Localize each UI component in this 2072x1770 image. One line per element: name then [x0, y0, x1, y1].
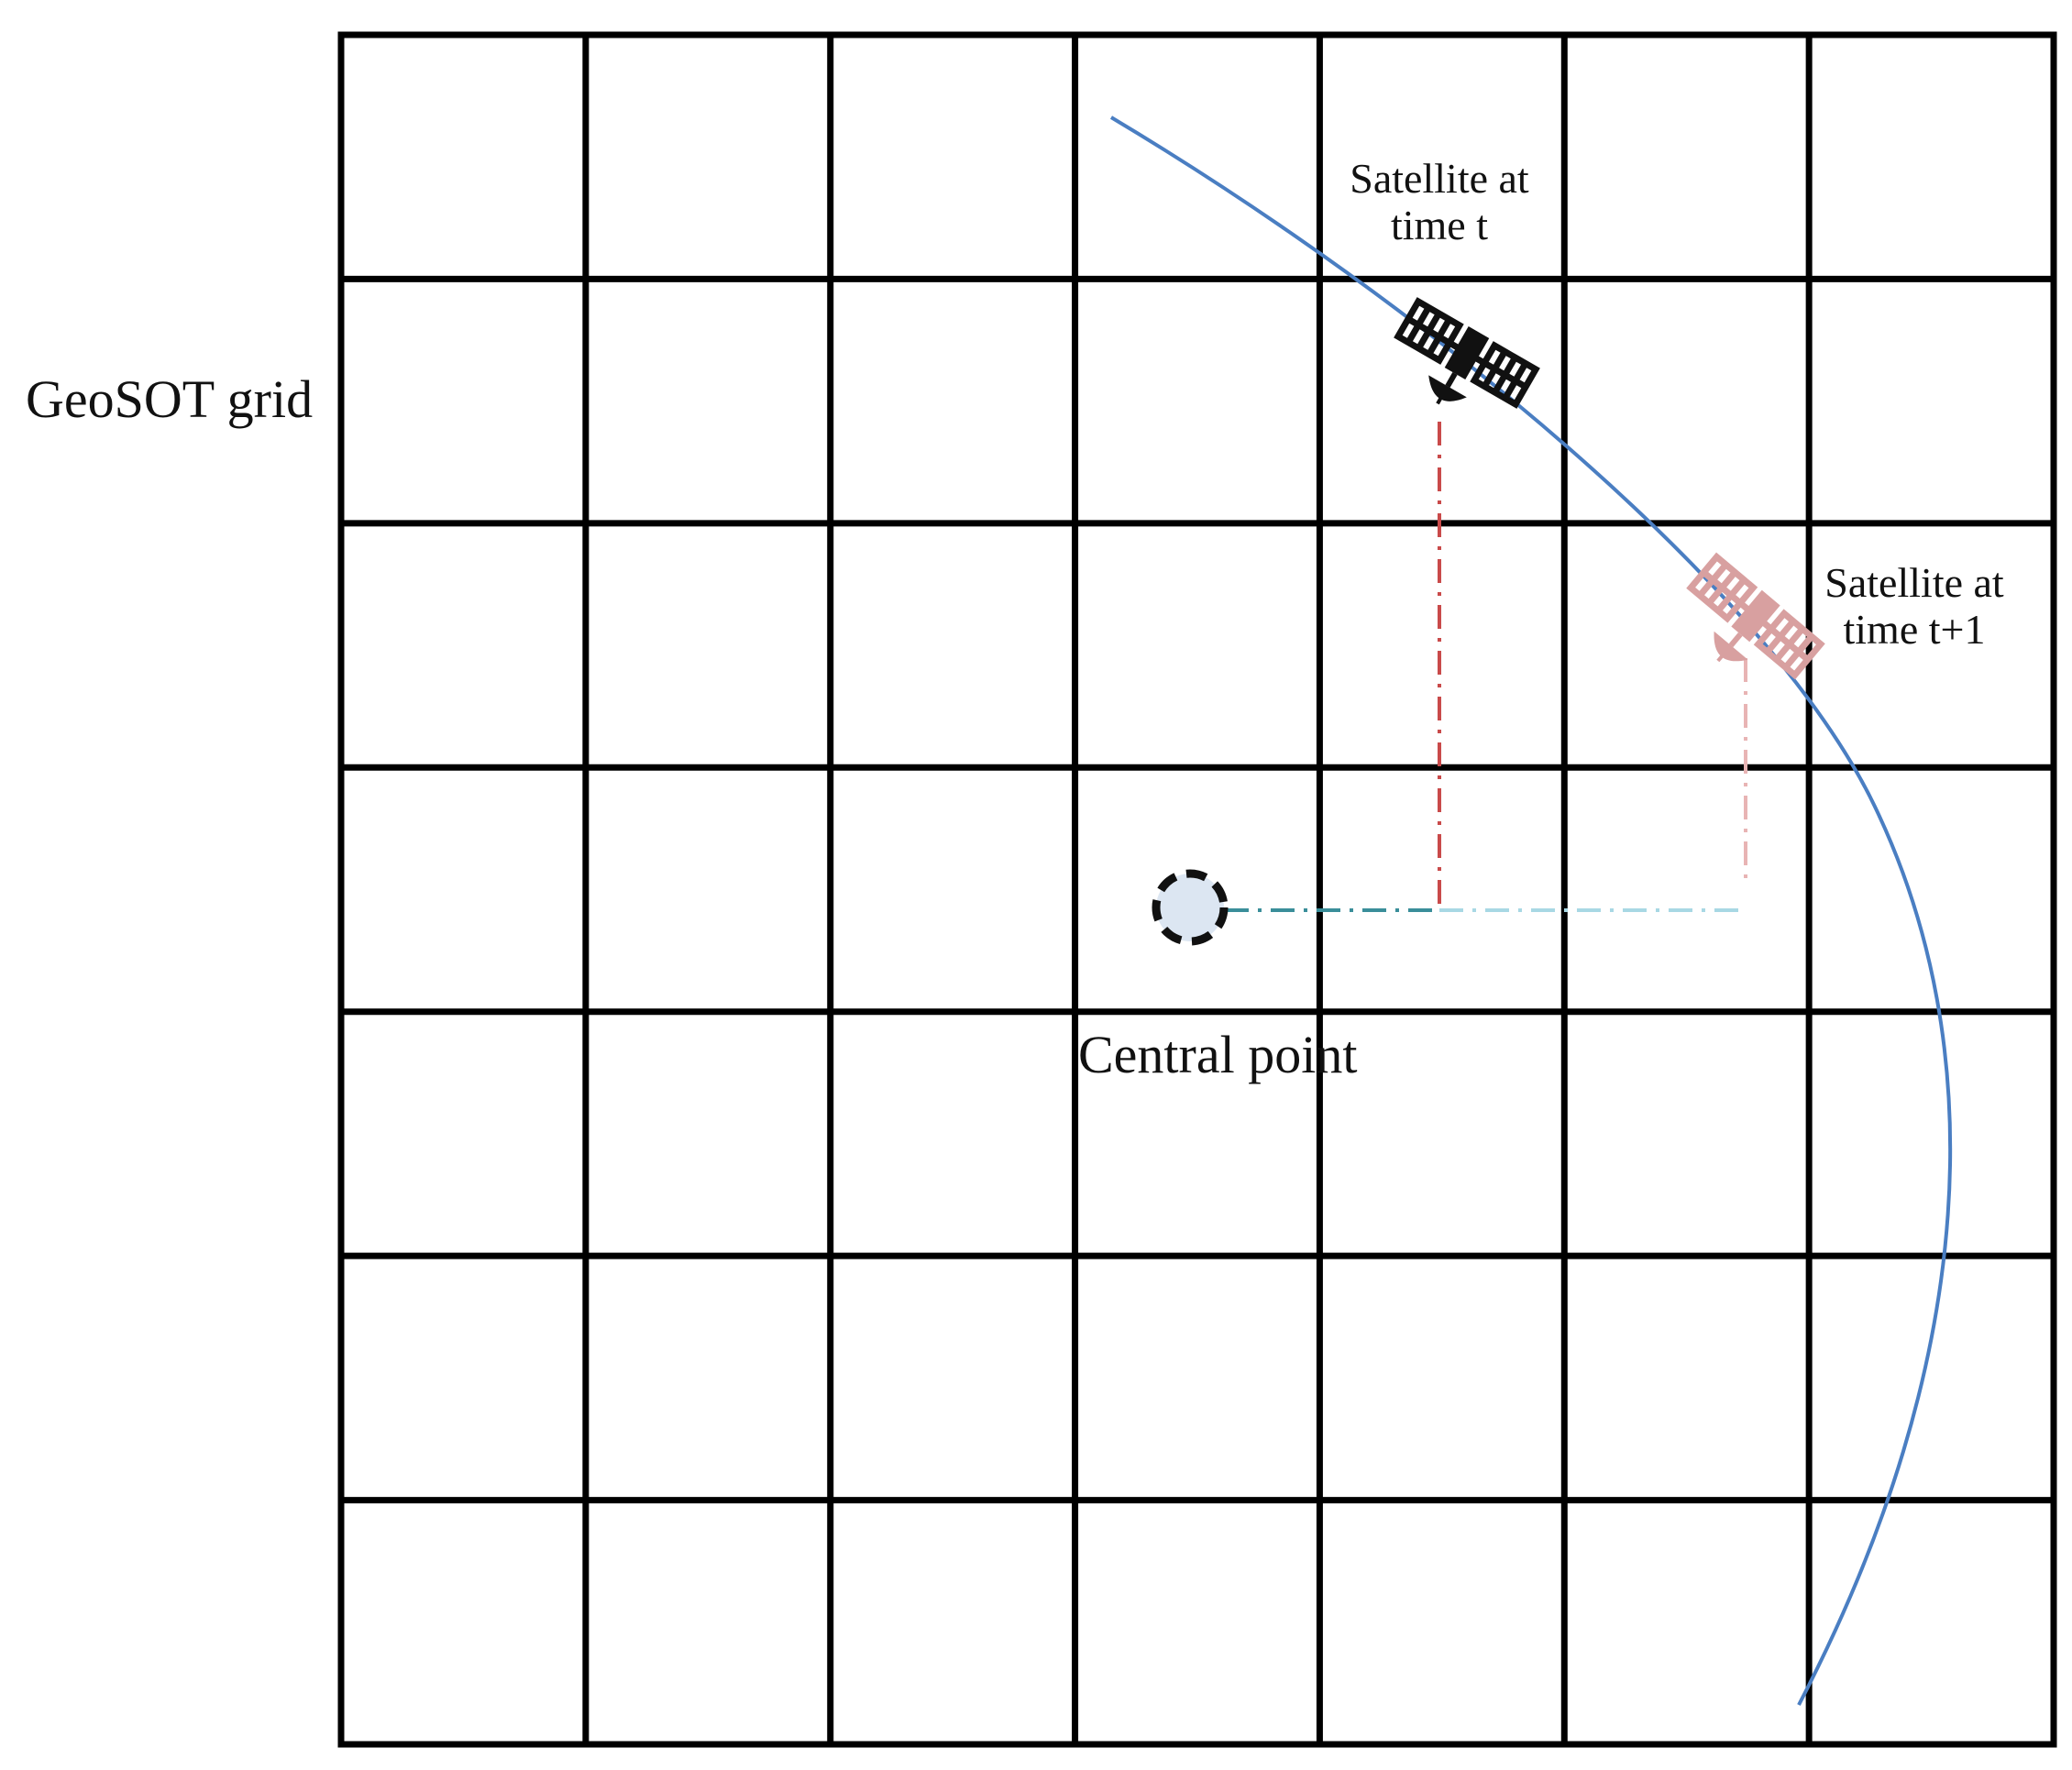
- geosot-grid: [337, 31, 2057, 1748]
- satellite-time-t-label: Satellite at time t: [1320, 155, 1559, 248]
- satellite-time-t1-label-line1: Satellite at: [1824, 559, 2004, 606]
- central-point-label: Central point: [1078, 1025, 1358, 1084]
- satellite-time-t1-label-line2: time t+1: [1843, 605, 1986, 653]
- satellite-time-t-label-line1: Satellite at: [1350, 155, 1529, 202]
- satellite-time-t1-label: Satellite at time t+1: [1795, 559, 2033, 653]
- grid-label: GeoSOT grid: [26, 369, 314, 429]
- satellite-time-t-label-line2: time t: [1390, 201, 1489, 248]
- central-point-marker: [1152, 869, 1229, 946]
- satellite-icon: [1394, 297, 1540, 409]
- satellite-icon: [1686, 552, 1825, 680]
